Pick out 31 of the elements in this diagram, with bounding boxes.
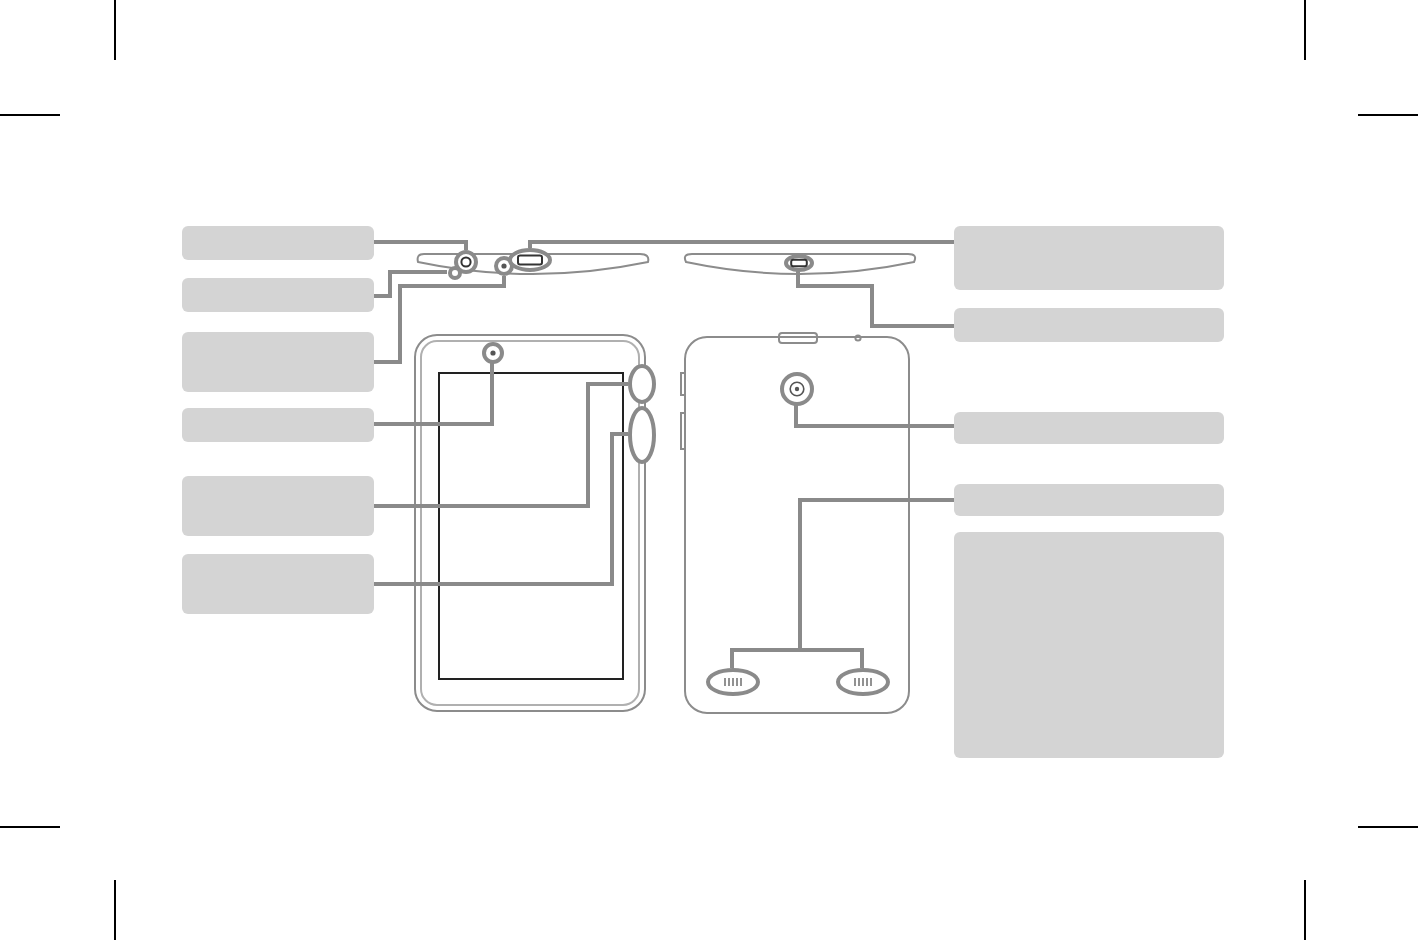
leader-line <box>374 240 468 250</box>
speaker <box>835 668 889 696</box>
leader-line <box>796 271 954 328</box>
leader-line <box>528 240 954 248</box>
callout-box <box>954 484 1224 516</box>
callout-box <box>182 408 374 442</box>
rear-camera <box>779 371 813 405</box>
leader-line <box>374 432 628 586</box>
leader-line <box>374 382 628 508</box>
leader-line <box>374 363 494 426</box>
speaker <box>705 668 759 696</box>
volume-key <box>628 405 656 463</box>
leader-line <box>794 405 954 428</box>
callout-box <box>954 308 1224 342</box>
callout-box <box>182 554 374 614</box>
callout-box <box>182 332 374 392</box>
front-camera <box>481 341 503 363</box>
leader-line <box>374 270 447 298</box>
microphone-hole <box>447 265 461 279</box>
callout-box <box>182 476 374 536</box>
callout-box <box>954 532 1224 758</box>
callout-box <box>954 412 1224 444</box>
side-port <box>783 253 813 271</box>
leader-line <box>798 498 954 668</box>
callout-box <box>954 226 1224 290</box>
headphone-jack <box>454 250 478 274</box>
usb-port <box>508 248 552 272</box>
callout-box <box>182 278 374 312</box>
power-key <box>628 364 656 404</box>
leader-line <box>374 276 506 364</box>
callout-box <box>182 226 374 260</box>
